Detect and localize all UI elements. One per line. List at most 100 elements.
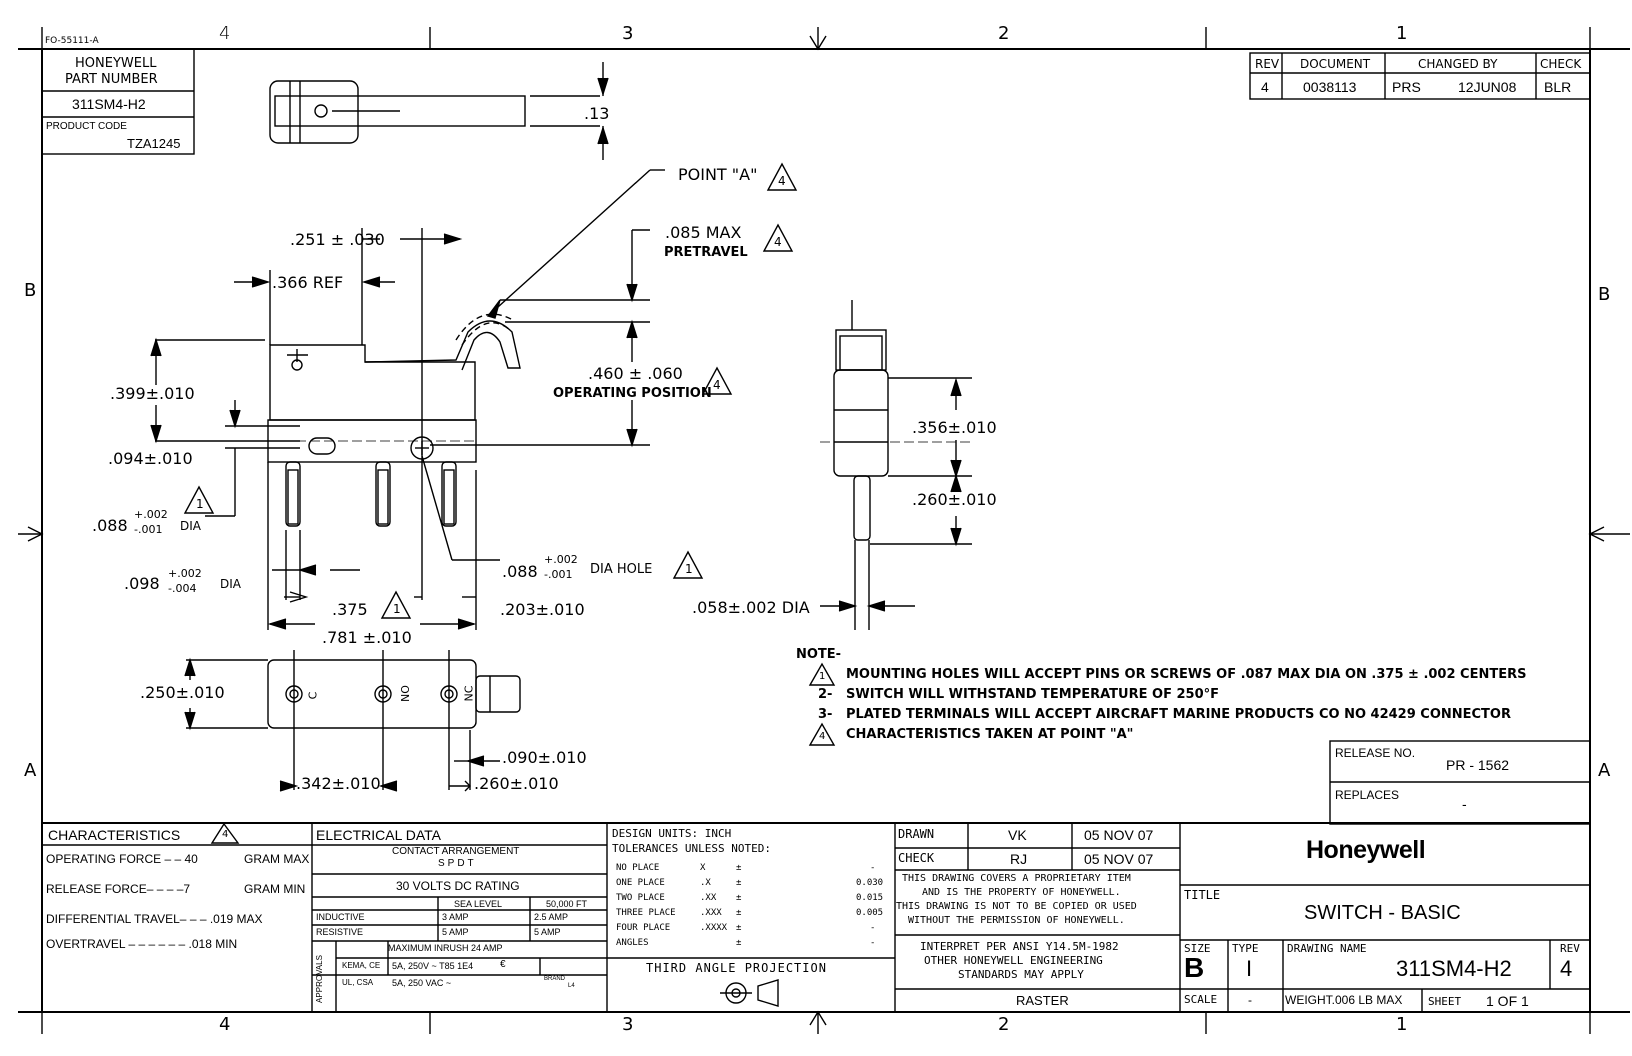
raster-label: RASTER xyxy=(1016,993,1069,1008)
char-row-1-unit: GRAM MAX xyxy=(244,852,310,866)
kema-value: 5A, 250V ~ T85 1E4 xyxy=(392,961,474,971)
product-code-label: PRODUCT CODE xyxy=(46,121,127,132)
product-code: TZA1245 xyxy=(127,136,181,151)
dim-058: .058±.002 DIA xyxy=(692,598,810,617)
inductive-sea: 3 AMP xyxy=(442,912,469,922)
ul-label: UL, CSA xyxy=(342,978,374,987)
zone-col-top-1: 1 xyxy=(1396,23,1408,44)
check-date: 05 NOV 07 xyxy=(1084,851,1154,867)
char-row-1-label: OPERATING FORCE – – 40 xyxy=(46,852,198,866)
flag-4-characteristics: 4 xyxy=(222,829,229,840)
title-label: TITLE xyxy=(1184,888,1221,902)
electrical-title: ELECTRICAL DATA xyxy=(316,827,441,843)
dim-088-tol-dn: -.001 xyxy=(134,523,163,536)
tol-row-fmt: .XX xyxy=(700,893,717,903)
drawn-date: 05 NOV 07 xyxy=(1084,827,1154,843)
title-rev-label: REV xyxy=(1560,942,1580,955)
weight-value: WEIGHT.006 LB MAX xyxy=(1285,993,1403,1007)
proprietary-line-4: WITHOUT THE PERMISSION OF HONEYWELL. xyxy=(908,915,1125,926)
changed-by-value: PRS xyxy=(1392,79,1421,95)
dim-260-horizontal: .260±.010 xyxy=(474,774,559,793)
check-value: BLR xyxy=(1544,79,1572,95)
dim-460: .460 ± .060 xyxy=(588,364,683,383)
dim-098-tol-dn: -.004 xyxy=(168,582,197,595)
tol-row-pm: ± xyxy=(736,923,742,933)
size-value: B xyxy=(1184,952,1205,983)
terminal-no-label: NO xyxy=(398,685,412,702)
drawing-name: 311SM4-H2 xyxy=(1396,956,1512,981)
design-units: DESIGN UNITS: INCH xyxy=(612,827,732,840)
zone-col-top-2: 2 xyxy=(998,23,1010,44)
dim-356: .356±.010 xyxy=(912,418,997,437)
brand-label: BRAND xyxy=(544,976,566,982)
note-4: CHARACTERISTICS TAKEN AT POINT "A" xyxy=(846,727,1134,742)
tol-row-pm: ± xyxy=(736,878,742,888)
ce-mark-icon: € xyxy=(500,959,506,970)
interpret-line-2: OTHER HONEYWELL ENGINEERING xyxy=(924,954,1103,967)
resistive-alt: 5 AMP xyxy=(534,927,561,937)
size-label: SIZE xyxy=(1184,942,1211,955)
note-1: MOUNTING HOLES WILL ACCEPT PINS OR SCREW… xyxy=(846,667,1527,682)
char-row-2-label: RELEASE FORCE– – – –7 xyxy=(46,882,191,896)
sheet-value: 1 OF 1 xyxy=(1486,993,1529,1009)
notes-heading: NOTE- xyxy=(796,647,842,662)
contact-label: CONTACT ARRANGEMENT xyxy=(392,846,520,857)
zone-col-top-4: 4 xyxy=(219,23,231,44)
form-number: FO-55111-A xyxy=(45,36,99,46)
zone-col-top-3: 3 xyxy=(622,23,634,44)
note-2: SWITCH WILL WITHSTAND TEMPERATURE OF 250… xyxy=(846,687,1219,702)
drawing-title: SWITCH - BASIC xyxy=(1304,902,1461,924)
projection-label: THIRD ANGLE PROJECTION xyxy=(646,961,827,975)
check-label: CHECK xyxy=(898,851,935,865)
tol-row-val: 0.005 xyxy=(856,908,884,918)
max-inrush: MAXIMUM INRUSH 24 AMP xyxy=(388,943,503,953)
part-number: 311SM4-H2 xyxy=(72,96,146,112)
tol-row-name: ANGLES xyxy=(616,938,649,948)
check-by: RJ xyxy=(1010,851,1028,867)
note-2-number: 2- xyxy=(818,687,833,702)
check-header: CHECK xyxy=(1540,57,1582,71)
type-label: TYPE xyxy=(1232,942,1259,955)
dim-088-hole-tol-dn: -.001 xyxy=(544,568,573,581)
flag-1-left: 1 xyxy=(196,497,204,511)
zone-row-a-left: A xyxy=(24,760,37,781)
type-value: I xyxy=(1246,956,1253,981)
tol-row-val: - xyxy=(870,923,876,933)
scale-label: SCALE xyxy=(1184,993,1218,1006)
tol-row-pm: ± xyxy=(736,893,742,903)
dim-342: .342±.010 xyxy=(296,774,381,793)
tol-row-fmt: .X xyxy=(700,878,711,888)
proprietary-line-3: THIS DRAWING IS NOT TO BE COPIED OR USED xyxy=(896,901,1137,912)
dim-203: .203±.010 xyxy=(500,600,585,619)
zone-row-b-left: B xyxy=(24,280,37,301)
drawing-name-label: DRAWING NAME xyxy=(1287,942,1367,955)
terminal-c-label: C xyxy=(306,691,320,700)
release-value: PR - 1562 xyxy=(1446,757,1510,773)
zone-col-bottom-3: 3 xyxy=(622,1014,634,1035)
ul-value: 5A, 250 VAC ~ xyxy=(392,978,452,988)
dim-088-dia: DIA xyxy=(180,519,201,533)
tol-row-name: ONE PLACE xyxy=(616,878,665,888)
zone-row-a-right: A xyxy=(1598,760,1611,781)
flag-1-hole: 1 xyxy=(685,562,693,576)
release-label: RELEASE NO. xyxy=(1335,746,1416,760)
brand-value: L4 xyxy=(568,983,575,989)
dim-781: .781 ±.010 xyxy=(322,628,412,647)
tol-row-name: FOUR PLACE xyxy=(616,923,671,933)
flag-4-operating: 4 xyxy=(713,378,721,392)
approvals-label: APPROVALS xyxy=(314,955,324,1003)
inductive-label: INDUCTIVE xyxy=(316,912,365,922)
char-row-4-label: OVERTRAVEL – – – – – – .018 MIN xyxy=(46,937,238,951)
dim-088-hole: .088 xyxy=(502,562,538,581)
dim-399: .399±.010 xyxy=(110,384,195,403)
note-3-number: 3- xyxy=(818,707,833,722)
pretravel-label: PRETRAVEL xyxy=(664,245,748,260)
terminal-nc-label: NC xyxy=(462,685,476,702)
flag-4-point-a: 4 xyxy=(778,174,786,188)
interpret-line-1: INTERPRET PER ANSI Y14.5M-1982 xyxy=(920,940,1119,953)
document-value: 0038113 xyxy=(1303,79,1357,95)
tol-row-fmt: X xyxy=(700,863,706,873)
dim-094: .094±.010 xyxy=(108,449,193,468)
operating-position-label: OPERATING POSITION xyxy=(553,386,712,401)
tol-row-name: TWO PLACE xyxy=(616,893,665,903)
